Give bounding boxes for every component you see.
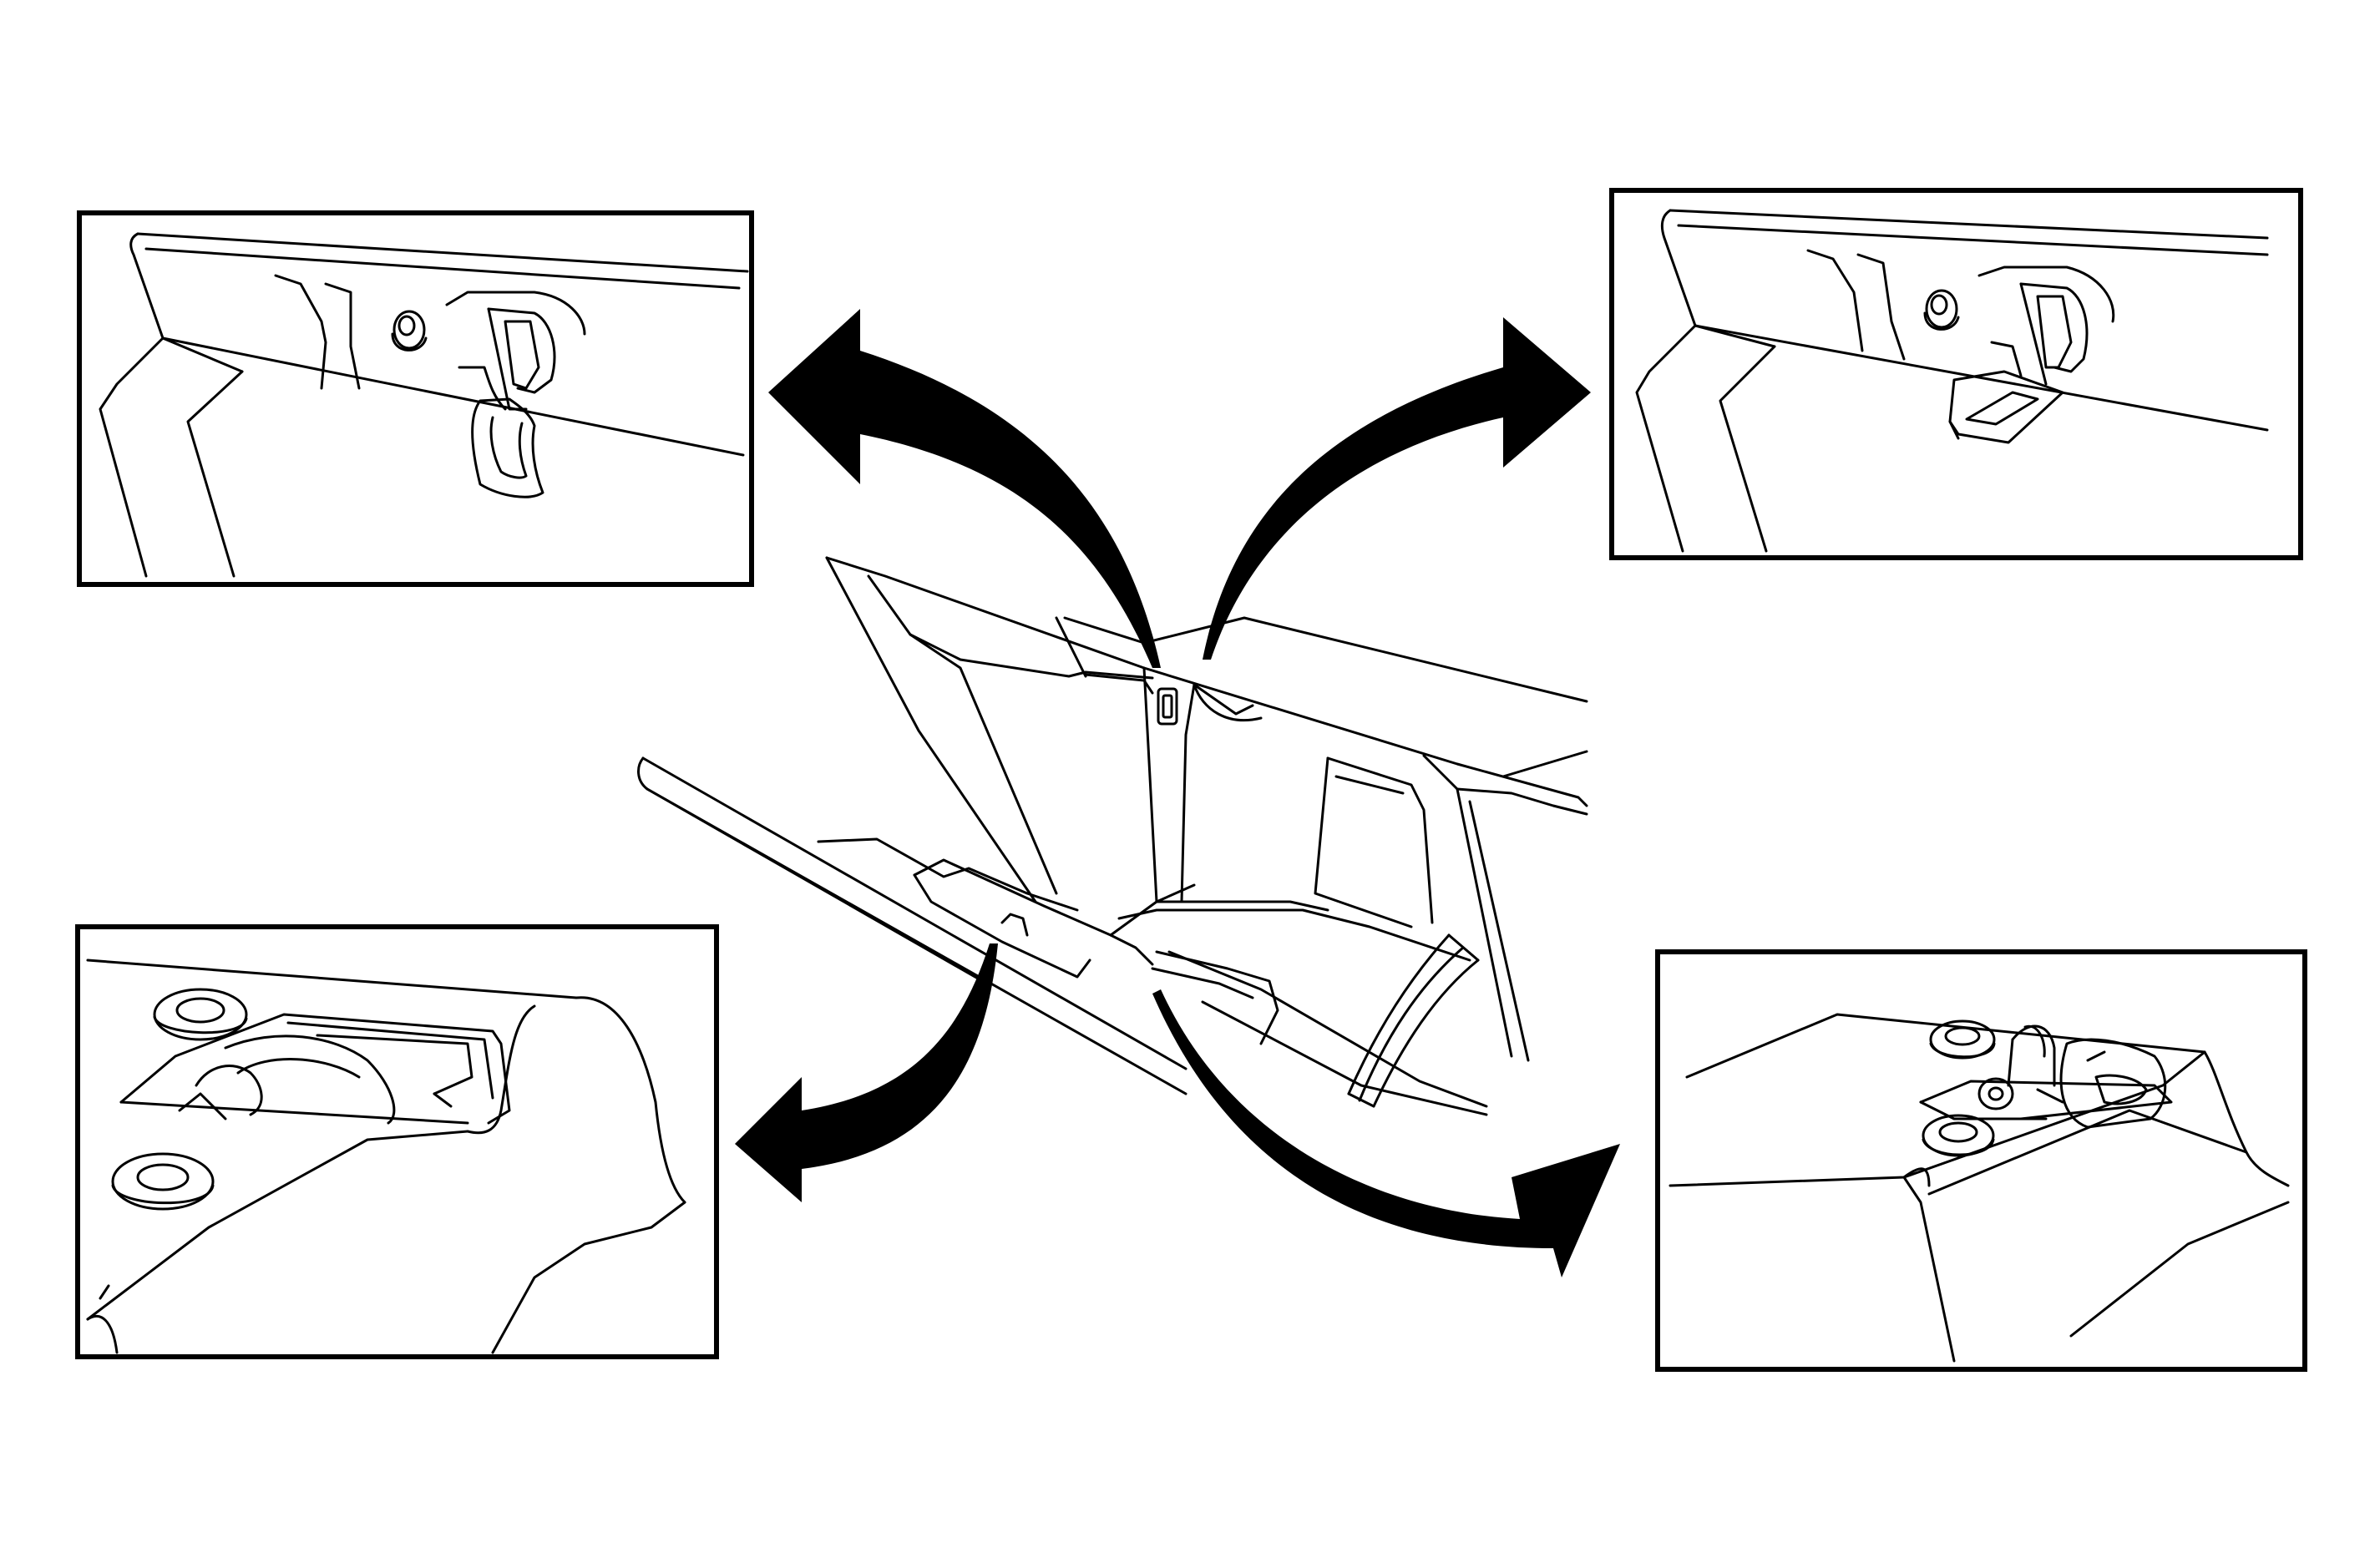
detail-bottom-left (75, 924, 719, 1359)
detail-bottom-right (1655, 949, 2307, 1372)
arrow-to-top-right (1203, 317, 1591, 660)
arrow-to-top-left (768, 309, 1161, 668)
main-glove-box-view (637, 309, 1620, 1277)
detail-top-left (77, 210, 754, 587)
detail-top-right (1609, 188, 2303, 560)
glove-box-door (637, 756, 1488, 1116)
dashboard-opening (825, 556, 1588, 1062)
arrow-to-bottom-right (1152, 989, 1620, 1277)
arrow-to-bottom-left (735, 943, 998, 1202)
